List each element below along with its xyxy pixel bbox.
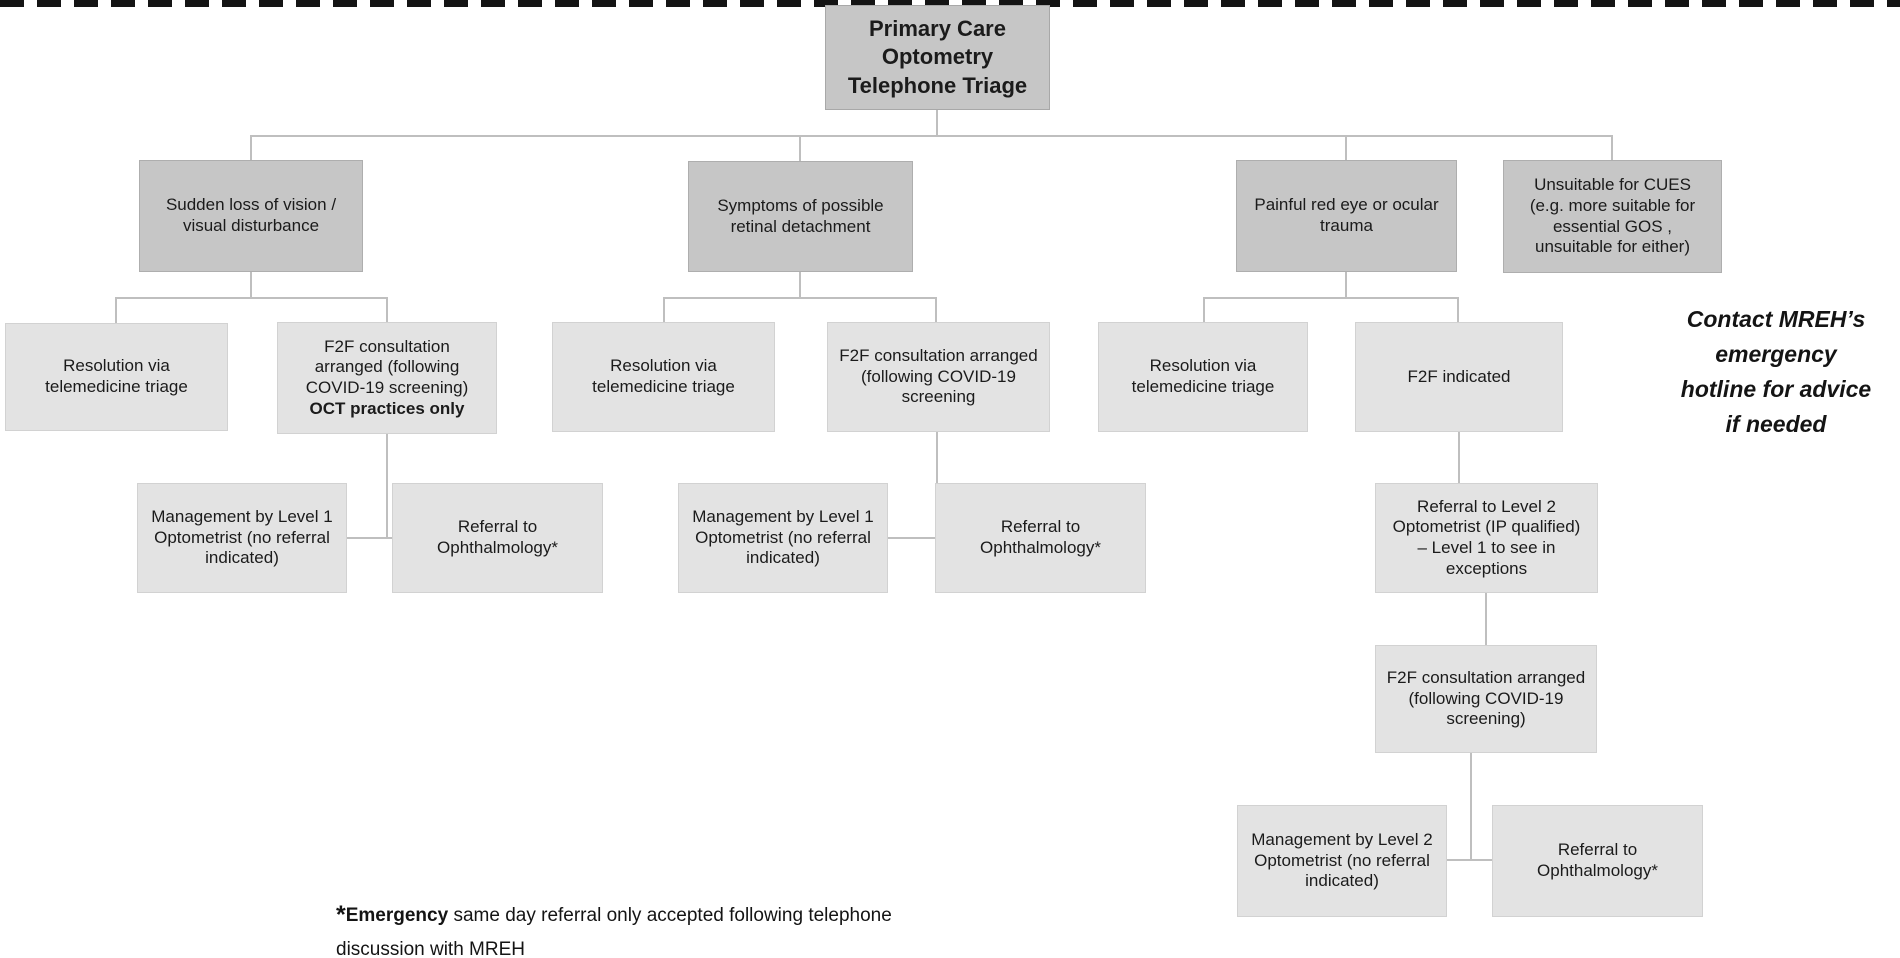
node-sudden-loss-f2f: F2F consultation arranged (following COV… <box>277 322 497 434</box>
connector-referral-level2-down <box>1485 593 1487 646</box>
node-f2f-indicated-label: F2F indicated <box>1407 366 1511 386</box>
node-sudden-loss-f2f-label: F2F consultation arranged (following COV… <box>305 336 469 397</box>
node-red-eye-management-label: Management by Level 2 Optometrist (no re… <box>1251 829 1433 891</box>
connector-drop-sudden-loss <box>250 135 252 161</box>
node-sudden-loss-resolution-label: Resolution via telemedicine triage <box>45 356 188 396</box>
connector-top-rail <box>250 135 1613 137</box>
node-sudden-loss: Sudden loss of vision / visual disturban… <box>139 160 363 272</box>
root-node-label: Primary Care Optometry Telephone Triage <box>847 16 1028 98</box>
node-retinal-detachment: Symptoms of possible retinal detachment <box>688 161 913 272</box>
node-unsuitable-cues: Unsuitable for CUES (e.g. more suitable … <box>1503 160 1722 273</box>
dashed-separator-line <box>0 0 1900 7</box>
bracket-retinal <box>663 297 937 299</box>
node-retinal-referral-label: Referral to Ophthalmology* <box>980 517 1101 557</box>
connector-drop-unsuitable <box>1611 135 1613 161</box>
node-retinal-f2f: F2F consultation arranged (following COV… <box>827 322 1050 432</box>
bracket-sudden-loss <box>115 297 388 299</box>
node-red-eye-resolution-label: Resolution via telemedicine triage <box>1131 356 1275 396</box>
emergency-hotline-note-line1: Contact MREH’s <box>1686 306 1866 332</box>
node-red-eye-f2f-consultation: F2F consultation arranged (following COV… <box>1375 645 1597 753</box>
connector-drop-retinal <box>799 135 801 162</box>
emergency-footnote: *Emergency same day referral only accept… <box>336 896 936 958</box>
node-sudden-loss-referral: Referral to Ophthalmology* <box>392 483 603 593</box>
node-sudden-loss-management: Management by Level 1 Optometrist (no re… <box>137 483 347 593</box>
node-retinal-resolution: Resolution via telemedicine triage <box>552 322 775 432</box>
node-retinal-resolution-label: Resolution via telemedicine triage <box>592 356 735 396</box>
node-sudden-loss-referral-label: Referral to Ophthalmology* <box>437 517 558 557</box>
bracket-red-eye-right-drop <box>1457 297 1459 323</box>
bracket-red-eye-left-drop <box>1203 297 1205 323</box>
node-red-eye-resolution: Resolution via telemedicine triage <box>1098 322 1308 432</box>
node-retinal-management-label: Management by Level 1 Optometrist (no re… <box>692 506 874 568</box>
emergency-hotline-note-line4: if needed <box>1725 410 1827 437</box>
node-sudden-loss-label: Sudden loss of vision / visual disturban… <box>165 195 337 235</box>
node-retinal-detachment-label: Symptoms of possible retinal detachment <box>717 195 884 236</box>
node-red-eye-referral: Referral to Ophthalmology* <box>1492 805 1703 917</box>
connector-title-stem <box>936 110 938 136</box>
node-unsuitable-cues-label: Unsuitable for CUES (e.g. more suitable … <box>1529 175 1696 257</box>
bracket-sudden-loss-left-drop <box>115 297 117 324</box>
connector-stub-retinal <box>799 272 801 299</box>
node-referral-level2-label: Referral to Level 2 Optometrist (IP qual… <box>1392 496 1581 578</box>
node-red-eye-referral-label: Referral to Ophthalmology* <box>1537 840 1658 880</box>
connector-drop-red-eye <box>1345 135 1347 161</box>
node-red-eye-management: Management by Level 2 Optometrist (no re… <box>1237 805 1447 917</box>
node-sudden-loss-f2f-oct-label: OCT practices only <box>309 398 465 418</box>
connector-f2f-indicated-down <box>1458 432 1460 484</box>
node-red-eye-f2f-consultation-label: F2F consultation arranged (following COV… <box>1386 667 1586 729</box>
root-node-title: Primary Care Optometry Telephone Triage <box>825 5 1050 110</box>
node-referral-level2: Referral to Level 2 Optometrist (IP qual… <box>1375 483 1598 593</box>
bracket-sudden-loss-right-drop <box>386 297 388 323</box>
emergency-hotline-note: Contact MREH’s emergency hotline for adv… <box>1650 302 1900 442</box>
connector-stub-sudden-loss <box>250 272 252 299</box>
bracket-retinal-left-drop <box>663 297 665 323</box>
connector-f2f-arranged-down <box>1470 753 1472 861</box>
footnote-emergency-word: Emergency <box>345 905 449 926</box>
node-retinal-f2f-label: F2F consultation arranged (following COV… <box>839 345 1038 407</box>
connector-f2f-oct-down <box>386 434 388 539</box>
node-sudden-loss-resolution: Resolution via telemedicine triage <box>5 323 228 431</box>
emergency-hotline-note-line3: hotline for advice <box>1680 375 1872 402</box>
node-sudden-loss-management-label: Management by Level 1 Optometrist (no re… <box>151 506 333 568</box>
emergency-hotline-note-line2: emergency <box>1715 340 1837 367</box>
connector-stub-red-eye <box>1345 272 1347 299</box>
node-retinal-referral: Referral to Ophthalmology* <box>935 483 1146 593</box>
bracket-red-eye <box>1203 297 1459 299</box>
node-painful-red-eye: Painful red eye or ocular trauma <box>1236 160 1457 272</box>
node-retinal-management: Management by Level 1 Optometrist (no re… <box>678 483 888 593</box>
connector-sudden-loss-outcome-bar <box>347 537 392 539</box>
footnote-asterisk: * <box>336 901 346 929</box>
bracket-retinal-right-drop <box>935 297 937 323</box>
connector-retinal-outcome-bar <box>888 537 935 539</box>
node-f2f-indicated: F2F indicated <box>1355 322 1563 432</box>
footnote-text: same day referral only accepted followin… <box>336 905 892 958</box>
connector-red-eye-outcome-bar <box>1447 859 1492 861</box>
node-painful-red-eye-label: Painful red eye or ocular trauma <box>1254 195 1439 235</box>
